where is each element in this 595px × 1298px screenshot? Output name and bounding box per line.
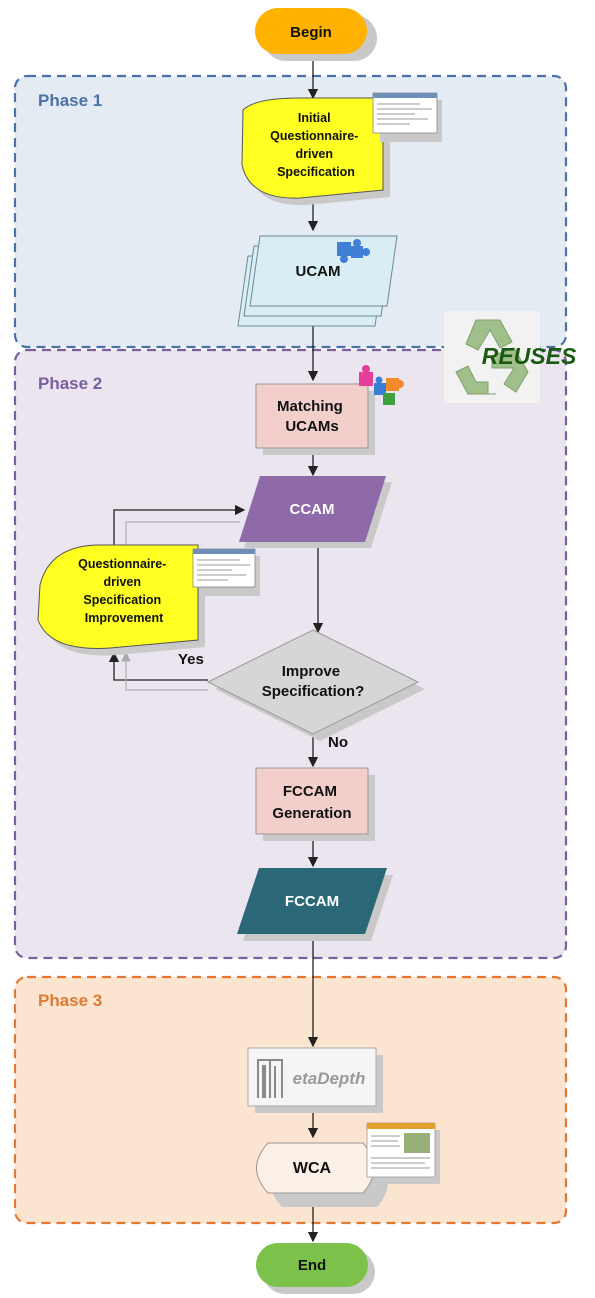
- end-node: End: [256, 1243, 375, 1294]
- metadepth-logo: etaDepth: [247, 1047, 383, 1113]
- svg-text:FCCAM Generation: FCCAM Generation: [272, 783, 351, 822]
- initial-spec-line-3: driven: [296, 147, 334, 161]
- phase-1-label: Phase 1: [38, 91, 102, 110]
- ucam-node: UCAM: [237, 235, 398, 327]
- improvement-node: Questionnaire- driven Specification Impr…: [37, 544, 205, 656]
- phase-1-region: Phase 1: [13, 74, 568, 349]
- end-label: End: [298, 1257, 326, 1274]
- recycle-icon: [455, 319, 529, 395]
- metadepth-m-icon: [257, 1059, 283, 1098]
- wca-node: WCA: [256, 1142, 388, 1207]
- fccam-generation-node: FCCAM Generation: [255, 767, 375, 841]
- improvement-line-1: Questionnaire-: [78, 557, 166, 571]
- phase-2-label: Phase 2: [38, 374, 102, 393]
- questionnaire-screenshot-thumbnail: [372, 92, 442, 142]
- colorful-puzzle-icon: [359, 365, 404, 405]
- begin-label: Begin: [290, 24, 332, 41]
- metadepth-label: etaDepth: [293, 1069, 366, 1088]
- reuses-label: REUSES: [482, 343, 577, 369]
- initial-spec-line-4: Specification: [277, 165, 355, 179]
- improvement-line-2: driven: [104, 575, 142, 589]
- initial-spec-line-2: Questionnaire-: [270, 129, 358, 143]
- improve-specification-decision: Improve Specification?: [206, 629, 425, 741]
- phase-3-label: Phase 3: [38, 991, 102, 1010]
- improvement-line-4: Improvement: [85, 611, 164, 625]
- fccam-gen-line-2: Generation: [272, 805, 351, 822]
- no-label: No: [328, 734, 348, 751]
- matching-ucams-node: Matching UCAMs: [255, 383, 375, 455]
- decision-line-2: Specification?: [262, 683, 365, 700]
- initial-spec-node: Initial Questionnaire- driven Specificat…: [241, 97, 390, 206]
- svg-text:Improve Specification?: Improve Specification?: [262, 663, 365, 700]
- begin-node: Begin: [255, 8, 377, 61]
- ccam-node: CCAM: [239, 476, 392, 548]
- svg-text:Matching UCAMs: Matching UCAMs: [277, 398, 347, 435]
- decision-line-1: Improve: [282, 663, 340, 680]
- reuses-logo: REUSES: [444, 311, 577, 403]
- connectors: [108, 57, 324, 1243]
- improvement-line-3: Specification: [83, 593, 161, 607]
- ucam-label: UCAM: [296, 263, 341, 280]
- puzzle-icon: [337, 239, 370, 263]
- fccam-gen-line-1: FCCAM: [283, 783, 337, 800]
- matching-line-1: Matching: [277, 398, 343, 415]
- fccam-node: FCCAM: [237, 868, 393, 941]
- wca-label: WCA: [293, 1160, 332, 1177]
- ccam-label: CCAM: [290, 501, 335, 518]
- svg-text:Questionnaire- driven: Questionnaire- driven Specification Impr…: [78, 557, 170, 625]
- improvement-screenshot-thumbnail: [192, 548, 260, 596]
- fccam-label: FCCAM: [285, 893, 339, 910]
- svg-text:Initial Questionnaire-: Initial Questionnaire- driven Specificat…: [270, 111, 362, 179]
- yes-label: Yes: [178, 651, 204, 668]
- initial-spec-line-1: Initial: [298, 111, 331, 125]
- matching-line-2: UCAMs: [285, 418, 338, 435]
- wca-screenshot-thumbnail: [366, 1122, 440, 1184]
